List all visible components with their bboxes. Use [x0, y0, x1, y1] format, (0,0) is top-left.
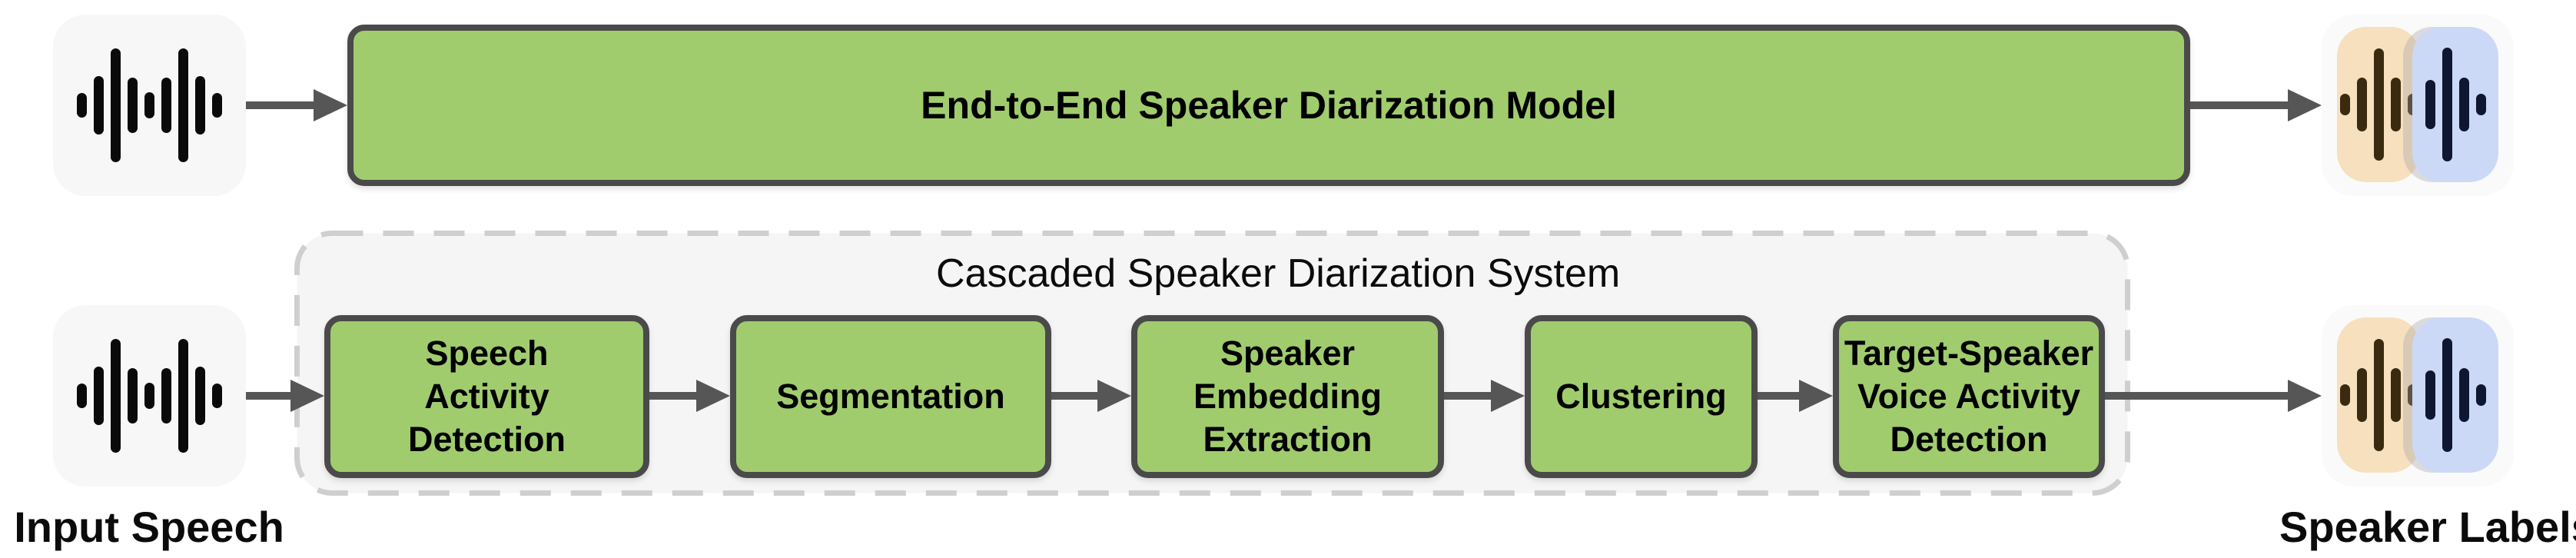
speaker2-waveform-icon: [2412, 27, 2498, 182]
end-to-end-model-label: End-to-End Speaker Diarization Model: [921, 84, 1617, 127]
flow-arrow: [649, 380, 730, 412]
stage-speaker-embedding-extraction: Speaker Embedding Extraction: [1131, 315, 1444, 478]
speaker2-waveform-icon: [2412, 317, 2498, 473]
speaker1-waveform-icon: [2337, 27, 2420, 182]
speaker-labels-icon: [2322, 305, 2514, 487]
flow-arrow: [2105, 380, 2322, 412]
flow-arrow: [1051, 380, 1131, 412]
flow-arrow: [246, 380, 324, 412]
stage-speech-activity-detection: Speech Activity Detection: [324, 315, 649, 478]
cascaded-system-title: Cascaded Speaker Diarization System: [936, 251, 1621, 296]
input-speech-caption: Input Speech: [14, 503, 284, 551]
flow-arrow: [1758, 380, 1833, 412]
speaker-labels-caption: Speaker Labels: [2279, 503, 2576, 551]
flow-arrow: [246, 89, 347, 121]
end-to-end-model-box: End-to-End Speaker Diarization Model: [347, 25, 2190, 186]
audio-waveform-icon: [53, 305, 246, 487]
stage-target-speaker-vad: Target-Speaker Voice Activity Detection: [1833, 315, 2105, 478]
speaker1-waveform-icon: [2337, 317, 2420, 473]
flow-arrow: [2190, 89, 2322, 121]
speaker-labels-icon: [2322, 15, 2514, 196]
stage-clustering: Clustering: [1525, 315, 1758, 478]
audio-waveform-icon: [53, 15, 246, 196]
stage-segmentation: Segmentation: [730, 315, 1051, 478]
flow-arrow: [1444, 380, 1525, 412]
